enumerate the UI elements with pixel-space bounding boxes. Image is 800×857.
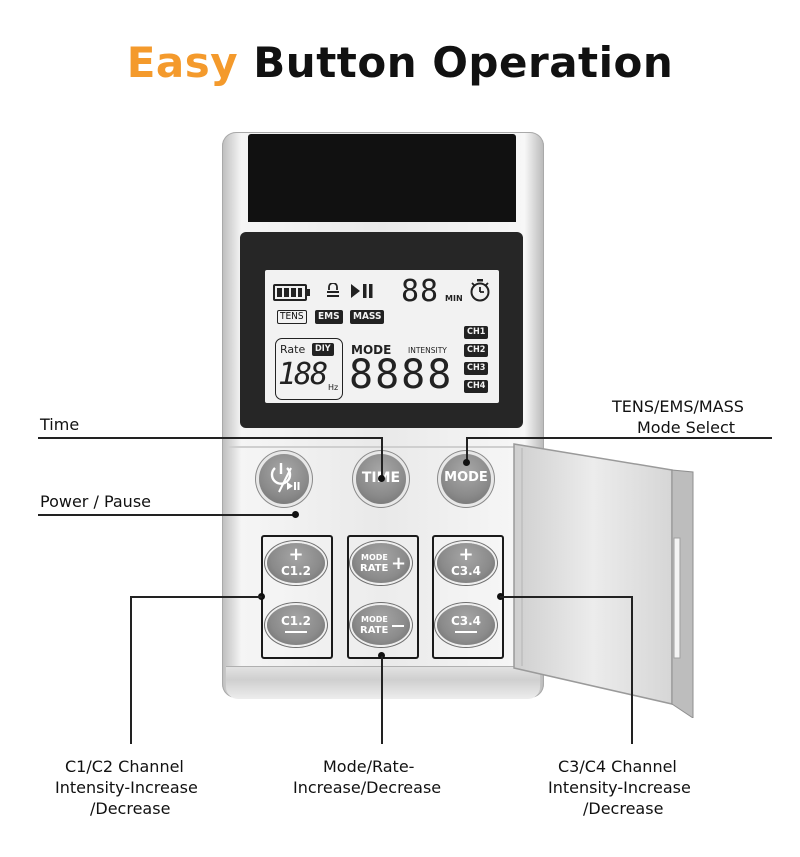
callout-rate-drop xyxy=(381,656,383,744)
mode-rate-decrease-bottom: RATE xyxy=(360,625,389,636)
callout-time-line xyxy=(38,437,382,439)
callout-c12-line xyxy=(130,596,262,598)
plus-icon: + xyxy=(288,544,304,565)
battery-icon xyxy=(273,284,310,301)
callout-c12-drop xyxy=(130,596,132,744)
callout-power-line xyxy=(38,514,296,516)
rate-box: Rate DIY 188 Hz xyxy=(275,338,343,400)
c34-increase-label: C3.4 xyxy=(450,564,482,578)
channel-badge-ch4: CH4 xyxy=(464,380,489,393)
callout-mode-drop xyxy=(466,437,468,463)
mode-rate-increase-button[interactable]: MODE RATE + xyxy=(352,543,410,583)
callout-mode-dot xyxy=(463,459,470,466)
callout-time-drop xyxy=(381,437,383,479)
callout-mode-line2: Mode Select xyxy=(637,418,736,437)
rate-unit: Hz xyxy=(328,383,339,392)
c12-increase-label: C1.2 xyxy=(280,564,312,578)
mode-badge-tens: TENS xyxy=(277,310,307,324)
panel-divider xyxy=(228,446,516,448)
c34-increase-button[interactable]: + C3.4 xyxy=(437,543,495,583)
callout-mode-line1: TENS/EMS/MASS xyxy=(612,397,744,416)
callout-power: Power / Pause xyxy=(40,492,151,511)
callout-c12-line1: C1/C2 Channel xyxy=(65,757,184,776)
power-pause-icon xyxy=(270,463,300,493)
callout-c34-drop xyxy=(631,596,633,744)
channel-badge-ch1: CH1 xyxy=(464,326,489,339)
power-pause-button[interactable] xyxy=(259,454,309,504)
c12-decrease-button[interactable]: C1.2 xyxy=(267,605,325,645)
mode-label: MODE xyxy=(351,343,392,357)
plus-icon: + xyxy=(458,544,474,565)
mode-rate-decrease-top: MODE xyxy=(361,615,388,624)
mode-rate-increase-top: MODE xyxy=(361,553,388,562)
c34-decrease-label: C3.4 xyxy=(450,614,482,628)
c34-decrease-button[interactable]: C3.4 xyxy=(437,605,495,645)
callout-time: Time xyxy=(40,415,80,434)
page-title: Easy Button Operation xyxy=(0,38,800,87)
c12-decrease-label: C1.2 xyxy=(280,614,312,628)
main-digits: 8888 xyxy=(349,352,454,398)
callout-rate-dot xyxy=(378,652,385,659)
mode-rate-increase-bottom: RATE xyxy=(360,563,389,574)
minus-icon xyxy=(392,625,404,627)
lcd-screen: 88 MIN TENS EMS MASS Rate DIY 188 Hz MOD… xyxy=(265,270,499,403)
timer-unit: MIN xyxy=(445,294,463,303)
device-base xyxy=(226,666,540,699)
callout-c34-line xyxy=(500,596,632,598)
channel-badge-ch2: CH2 xyxy=(464,344,489,357)
rate-label: Rate xyxy=(280,343,306,356)
callout-c12-line3: /Decrease xyxy=(90,799,171,818)
title-rest: Button Operation xyxy=(238,38,674,87)
mode-rate-decrease-button[interactable]: MODE RATE xyxy=(352,605,410,645)
mode-button[interactable]: MODE xyxy=(441,454,491,504)
callout-mode-line xyxy=(466,437,772,439)
device-top-cap xyxy=(248,134,516,222)
rate-digits: 188 xyxy=(278,357,328,392)
lock-icon xyxy=(325,282,341,299)
callout-c34-line3: /Decrease xyxy=(583,799,664,818)
play-pause-icon xyxy=(351,284,375,298)
callout-c34-line2: Intensity-Increase xyxy=(548,778,691,797)
channel-badge-ch3: CH3 xyxy=(464,362,489,375)
minus-icon xyxy=(285,631,307,633)
intensity-label: INTENSITY xyxy=(408,346,447,355)
c12-increase-button[interactable]: + C1.2 xyxy=(267,543,325,583)
title-accent: Easy xyxy=(126,38,239,87)
stopwatch-icon xyxy=(469,278,491,302)
minus-icon xyxy=(455,631,477,633)
flip-cover xyxy=(513,443,694,718)
plus-icon: + xyxy=(391,553,407,574)
callout-time-dot xyxy=(378,475,385,482)
timer-digits: 88 xyxy=(401,274,440,309)
callout-c12-line2: Intensity-Increase xyxy=(55,778,198,797)
mode-button-label: MODE xyxy=(444,470,488,485)
callout-power-dot xyxy=(292,511,299,518)
mode-badge-mass: MASS xyxy=(350,310,385,324)
callout-rate-line2: Increase/Decrease xyxy=(293,778,442,797)
diy-badge: DIY xyxy=(312,343,334,356)
mode-badge-ems: EMS xyxy=(315,310,343,324)
callout-c34-line1: C3/C4 Channel xyxy=(558,757,677,776)
callout-rate-line1: Mode/Rate- xyxy=(323,757,415,776)
